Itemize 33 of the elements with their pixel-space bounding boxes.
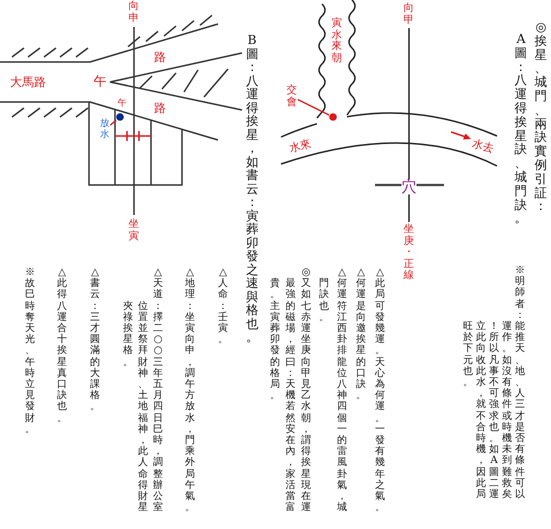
note-paragraph: ※故巳時奪天光、午時立見發財。	[24, 267, 36, 436]
water-label: 寅水來朝	[331, 18, 343, 64]
direction-label: 坐寅	[128, 219, 140, 242]
note-paragraph: △人命：壬寅。	[217, 267, 229, 346]
road-label: 大馬路	[10, 76, 46, 88]
direction-label: 向甲	[403, 3, 415, 26]
caption-text: B圖：八運得挨星，如書云：寅葬卯發之速與格也。	[245, 34, 259, 344]
site-label: 穴	[402, 180, 416, 194]
note-paragraph: △書云：三才圓滿的大課格。	[89, 267, 101, 413]
direction-label: 坐庚・正線	[403, 224, 415, 282]
note-paragraph: △此得八運合十挨星真口訣也。	[56, 267, 68, 424]
note-paragraph: △此局可發幾運。天心為何運。一發有幾年之氣。	[374, 267, 386, 514]
direction-label: 午	[118, 100, 126, 108]
callout-label: 放水	[100, 119, 110, 140]
water-label: 水去	[470, 138, 496, 154]
water-label: 水來	[288, 138, 312, 154]
note-paragraph: △地理：坐寅向申，調午方放水，門乘外局午氣。	[184, 267, 196, 514]
caption-text: A圖：八運得挨星訣、城門訣。	[514, 32, 528, 226]
road-label: 路	[154, 51, 166, 63]
note-paragraph: ◎又如七赤運坐庚向甲見乙水朝，謂得挨星現在運最強的磁場，經曰：天機若然安在內，家活當富貴。主寅葬卯發的格局。	[269, 267, 312, 514]
note-paragraph: △何運是向邀挨星的口訣。	[355, 267, 367, 402]
heading-text: ◎挨星、城門、兩訣實例引証：	[534, 20, 548, 214]
callout-label: 交會	[286, 85, 298, 108]
leader-line	[297, 98, 330, 116]
water-dot	[116, 113, 124, 121]
road-label: 路	[154, 102, 166, 114]
note-paragraph: ※明師者：能推天、地、人三才是否有條件可以運作。如沒有條件或時機未到難救矣！所以凡事不可強求也。如A圖二運立此向收此水，就不合時機，因此局旺於下元也。	[462, 265, 526, 500]
water-dot	[329, 113, 337, 121]
note-paragraph: △天道：擇二○○三年五月四日巳時，調整辦公室位置並祭拜財神、土地福神，此人命得財星夾祿挨星格。	[122, 267, 164, 514]
leader-line	[110, 120, 117, 126]
direction-label: 向申	[128, 1, 140, 24]
direction-label: 午	[94, 76, 106, 88]
note-paragraph: △何運符江西卦排龍位八神四個一的雷風卦氣，城門訣也。	[318, 267, 348, 514]
